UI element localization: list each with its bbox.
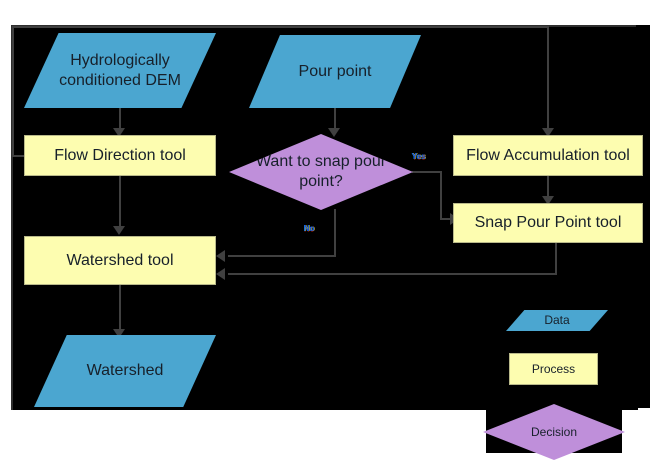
- edge-decision-no-arrow: [216, 250, 225, 262]
- edge-decision-yes-seg-right: [412, 171, 442, 173]
- node-label: Want to snap pour point?: [255, 153, 387, 190]
- legend-item-process: Process: [509, 353, 598, 385]
- edge-flowacc-to-snap-line: [547, 176, 549, 202]
- node-snap-pour-point-tool[interactable]: Snap Pour Point tool: [453, 203, 643, 243]
- edge-decision-no-seg-down: [334, 209, 336, 257]
- edge-dem-to-flowdir-line: [119, 108, 121, 134]
- edge-flowdir-to-flowacc-arrow: [542, 128, 554, 137]
- edge-flowdir-to-flowacc-seg-up: [12, 26, 14, 156]
- node-flow-accumulation-tool[interactable]: Flow Accumulation tool: [453, 135, 643, 176]
- edge-decision-yes-seg-in: [440, 218, 454, 220]
- edge-pourpoint-to-decision-line: [334, 108, 336, 134]
- node-pour-point[interactable]: Pour point: [249, 35, 421, 108]
- node-hydrologically-conditioned-dem[interactable]: Hydrologically conditioned DEM: [24, 33, 216, 108]
- edge-pourpoint-to-decision-arrow: [328, 128, 340, 137]
- branch-label-no: No: [304, 224, 315, 233]
- legend-label: Process: [531, 361, 576, 376]
- node-watershed[interactable]: Watershed: [34, 335, 216, 407]
- edge-snap-to-watershedtool-arrow: [216, 268, 225, 280]
- node-label: Watershed: [86, 362, 164, 380]
- edge-flowdir-to-flowacc-seg-top: [12, 26, 549, 28]
- branch-label-yes: Yes: [412, 152, 426, 161]
- slide-background-right: [636, 25, 650, 408]
- edge-flowacc-to-snap-arrow: [542, 196, 554, 205]
- edge-flowdir-to-flowacc-seg-left: [12, 155, 34, 157]
- node-label: Hydrologically conditioned DEM: [59, 51, 181, 89]
- legend-label: Decision: [530, 424, 578, 439]
- edge-flowdir-to-watershedtool-arrow: [113, 226, 125, 235]
- node-label: Snap Pour Point tool: [474, 214, 622, 232]
- edge-watershedtool-to-watershed-arrow: [113, 329, 125, 338]
- edge-watershedtool-to-watershed-line: [119, 285, 121, 333]
- legend-label: Data: [544, 313, 570, 328]
- node-label: Watershed tool: [66, 251, 174, 269]
- edge-decision-yes-seg-down: [440, 171, 442, 220]
- edge-decision-no-seg-left: [228, 255, 336, 257]
- node-watershed-tool[interactable]: Watershed tool: [24, 236, 216, 285]
- legend-item-data: Data: [506, 310, 608, 331]
- edge-flowdir-to-watershedtool-line: [119, 176, 121, 230]
- edge-snap-to-watershedtool-seg-down: [555, 243, 557, 275]
- node-label: Pour point: [298, 62, 372, 80]
- node-label: Flow Accumulation tool: [466, 146, 630, 164]
- edge-snap-to-watershedtool-seg-left: [228, 273, 557, 275]
- edge-flowdir-to-flowacc-seg-down: [547, 26, 549, 132]
- node-flow-direction-tool[interactable]: Flow Direction tool: [24, 135, 216, 176]
- node-label: Flow Direction tool: [54, 146, 186, 164]
- edge-dem-to-flowdir-arrow: [113, 128, 125, 137]
